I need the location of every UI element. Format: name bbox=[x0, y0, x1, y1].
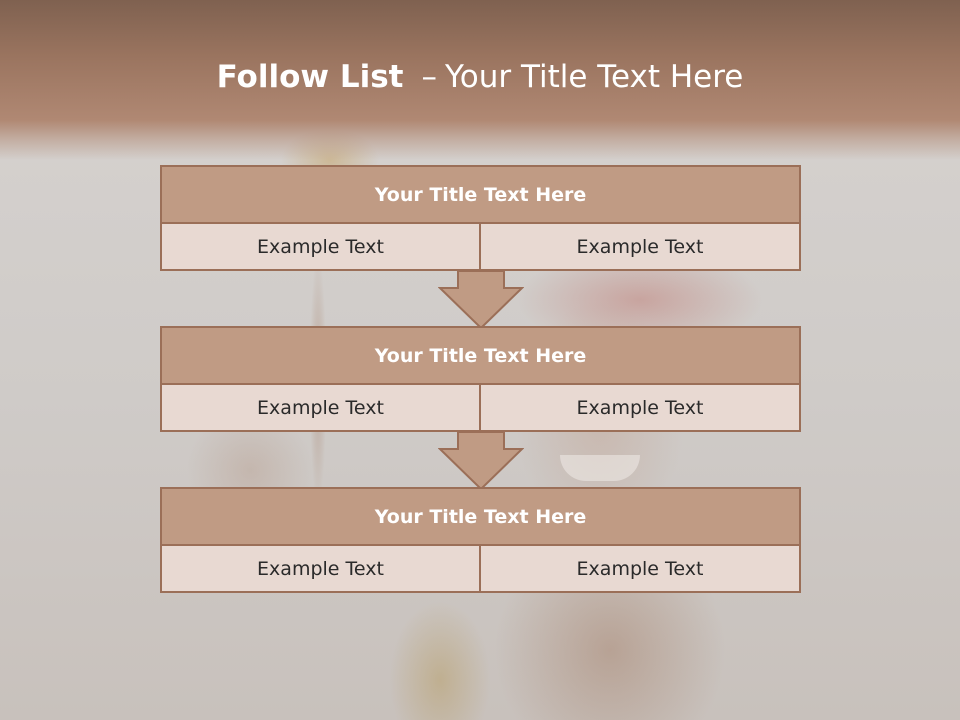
down-arrow-icon bbox=[438, 271, 524, 330]
slide-title-separator: – bbox=[421, 59, 437, 95]
block-cell-right: Example Text bbox=[479, 222, 801, 271]
block-cell-right: Example Text bbox=[479, 544, 801, 593]
block-cell-right: Example Text bbox=[479, 383, 801, 432]
block-cell-left: Example Text bbox=[160, 222, 481, 271]
list-block: Your Title Text Here Example Text Exampl… bbox=[160, 165, 801, 271]
block-title: Your Title Text Here bbox=[160, 165, 801, 224]
block-title: Your Title Text Here bbox=[160, 487, 801, 546]
down-arrow-icon bbox=[438, 432, 524, 491]
background-photo-detail bbox=[560, 455, 640, 481]
slide-title-rest: Your Title Text Here bbox=[444, 59, 744, 95]
list-block: Your Title Text Here Example Text Exampl… bbox=[160, 487, 801, 593]
block-cell-left: Example Text bbox=[160, 544, 481, 593]
slide-title: Follow List–Your Title Text Here bbox=[0, 52, 960, 102]
block-title: Your Title Text Here bbox=[160, 326, 801, 385]
list-block: Your Title Text Here Example Text Exampl… bbox=[160, 326, 801, 432]
block-cell-left: Example Text bbox=[160, 383, 481, 432]
slide-title-bold: Follow List bbox=[216, 59, 404, 95]
header-band bbox=[0, 0, 960, 160]
